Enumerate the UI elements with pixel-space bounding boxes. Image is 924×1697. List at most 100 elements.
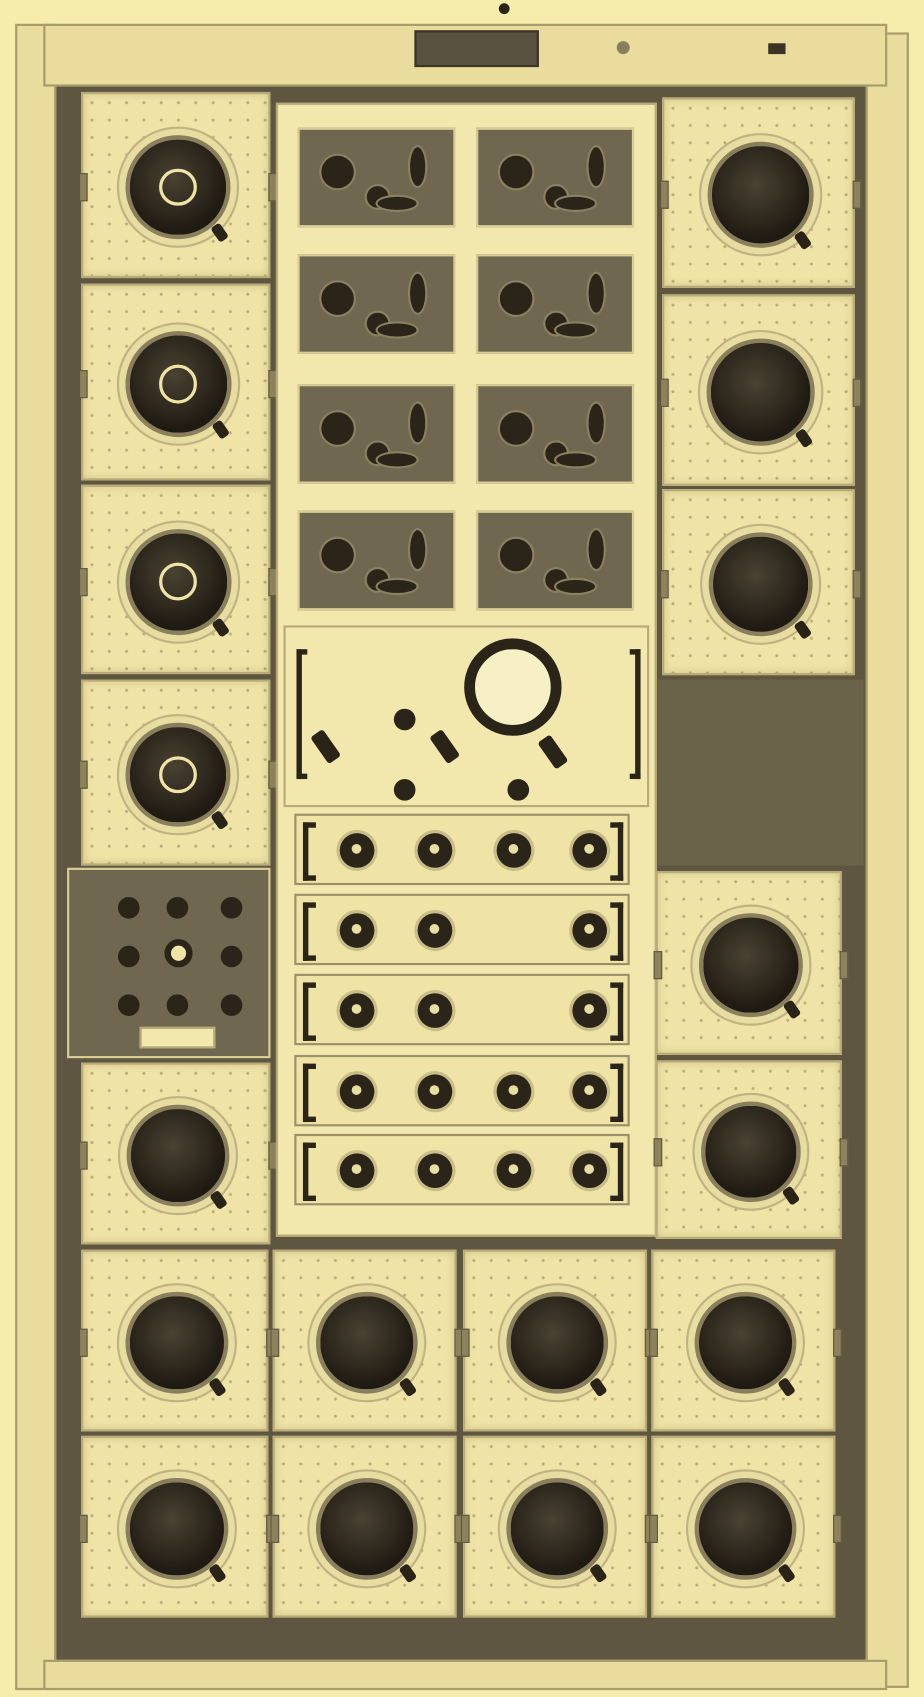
panel-latch bbox=[270, 1514, 280, 1543]
dial-knob[interactable] bbox=[506, 1291, 609, 1394]
dial-handle[interactable] bbox=[210, 222, 230, 243]
potentiometer-knob[interactable] bbox=[496, 833, 532, 868]
dial-knob[interactable] bbox=[126, 1477, 228, 1580]
panel-latch bbox=[833, 1328, 842, 1357]
dial-ring bbox=[159, 168, 197, 207]
plug-module bbox=[476, 254, 635, 354]
dial-handle[interactable] bbox=[588, 1376, 608, 1398]
dial-handle[interactable] bbox=[781, 1185, 801, 1206]
dial-knob[interactable] bbox=[707, 338, 815, 446]
panel-latch bbox=[78, 1514, 88, 1543]
panel-latch bbox=[460, 1328, 470, 1357]
potentiometer-knob[interactable] bbox=[339, 1074, 375, 1110]
dial-knob[interactable] bbox=[127, 1104, 229, 1207]
potentiometer-knob[interactable] bbox=[417, 833, 453, 868]
selector-switch[interactable] bbox=[429, 728, 461, 765]
strip-bracket-right bbox=[610, 822, 624, 881]
dial-ring bbox=[158, 562, 198, 601]
potentiometer-strip bbox=[294, 813, 630, 886]
dial-handle[interactable] bbox=[208, 1562, 228, 1584]
dial-handle[interactable] bbox=[210, 809, 230, 831]
potentiometer-knob[interactable] bbox=[572, 913, 608, 948]
dial-knob[interactable] bbox=[126, 1291, 228, 1394]
potentiometer-knob[interactable] bbox=[417, 913, 453, 948]
dial-handle[interactable] bbox=[211, 617, 230, 638]
control-knob[interactable] bbox=[166, 994, 189, 1016]
dial-handle[interactable] bbox=[208, 1376, 228, 1398]
control-knob[interactable] bbox=[117, 945, 140, 968]
dial-handle[interactable] bbox=[398, 1562, 418, 1584]
dial-handle[interactable] bbox=[782, 999, 802, 1021]
dial-knob[interactable] bbox=[694, 1477, 797, 1580]
dial-panel bbox=[660, 489, 862, 676]
strip-bracket-left bbox=[302, 982, 316, 1041]
indicator-lamp bbox=[507, 779, 530, 801]
left-rail bbox=[15, 23, 57, 1691]
bottom-bar bbox=[43, 1659, 888, 1691]
plug-component bbox=[407, 271, 428, 315]
dial-handle[interactable] bbox=[211, 419, 230, 441]
dial-ring bbox=[159, 756, 197, 794]
strip-bracket-right bbox=[610, 982, 624, 1041]
indicator-lamp bbox=[393, 779, 416, 801]
dial-panel bbox=[653, 871, 849, 1055]
dial-knob[interactable] bbox=[125, 135, 231, 240]
dial-panel bbox=[78, 679, 277, 866]
dial-handle[interactable] bbox=[588, 1562, 608, 1584]
panel-latch bbox=[78, 1328, 88, 1357]
dial-panel bbox=[660, 97, 862, 288]
potentiometer-knob[interactable] bbox=[572, 993, 608, 1028]
strip-bracket-left bbox=[302, 902, 316, 961]
jack-socket[interactable] bbox=[164, 939, 193, 968]
dial-handle[interactable] bbox=[209, 1189, 229, 1211]
control-knob[interactable] bbox=[117, 896, 140, 919]
blank-panel bbox=[657, 679, 864, 866]
dial-knob[interactable] bbox=[699, 913, 803, 1017]
control-knob[interactable] bbox=[166, 896, 189, 919]
potentiometer-knob[interactable] bbox=[339, 913, 375, 948]
potentiometer-knob[interactable] bbox=[417, 1074, 453, 1110]
panel-latch bbox=[649, 1514, 658, 1543]
control-knob[interactable] bbox=[117, 994, 140, 1016]
dial-handle[interactable] bbox=[794, 428, 813, 449]
potentiometer-knob[interactable] bbox=[572, 1074, 608, 1110]
potentiometer-knob[interactable] bbox=[496, 1074, 532, 1110]
dial-panel bbox=[270, 1435, 464, 1618]
potentiometer-knob[interactable] bbox=[496, 1153, 532, 1189]
panel-handle-right bbox=[629, 649, 641, 780]
top-knob bbox=[616, 41, 630, 55]
dial-knob[interactable] bbox=[315, 1477, 418, 1580]
dial-knob[interactable] bbox=[315, 1291, 418, 1394]
plug-module bbox=[297, 254, 456, 354]
selector-switch[interactable] bbox=[537, 734, 569, 770]
selector-switch[interactable] bbox=[310, 728, 342, 765]
plug-component bbox=[586, 144, 606, 189]
top-nameplate bbox=[414, 30, 539, 68]
dial-handle[interactable] bbox=[777, 1562, 796, 1584]
potentiometer-knob[interactable] bbox=[417, 1153, 453, 1189]
dial-knob[interactable] bbox=[694, 1291, 797, 1394]
potentiometer-knob[interactable] bbox=[339, 1153, 375, 1189]
control-knob[interactable] bbox=[220, 945, 243, 968]
dial-handle[interactable] bbox=[793, 230, 813, 251]
dial-knob[interactable] bbox=[124, 528, 232, 635]
control-knob[interactable] bbox=[220, 896, 243, 919]
potentiometer-knob[interactable] bbox=[572, 1153, 608, 1189]
potentiometer-knob[interactable] bbox=[339, 993, 375, 1028]
dial-knob[interactable] bbox=[707, 141, 814, 249]
dial-knob[interactable] bbox=[708, 532, 813, 637]
potentiometer-strip bbox=[294, 1133, 630, 1206]
potentiometer-knob[interactable] bbox=[339, 833, 375, 868]
dial-knob[interactable] bbox=[125, 722, 231, 827]
potentiometer-strip bbox=[294, 973, 630, 1046]
control-knob[interactable] bbox=[220, 994, 243, 1016]
potentiometer-knob[interactable] bbox=[417, 993, 453, 1028]
dial-knob[interactable] bbox=[700, 1101, 801, 1202]
dial-knob[interactable] bbox=[124, 331, 232, 438]
plug-component bbox=[586, 271, 606, 315]
dial-handle[interactable] bbox=[398, 1376, 418, 1398]
potentiometer-knob[interactable] bbox=[572, 833, 608, 868]
dial-knob[interactable] bbox=[506, 1477, 609, 1580]
plug-module bbox=[476, 510, 635, 611]
dial-handle[interactable] bbox=[777, 1376, 796, 1398]
